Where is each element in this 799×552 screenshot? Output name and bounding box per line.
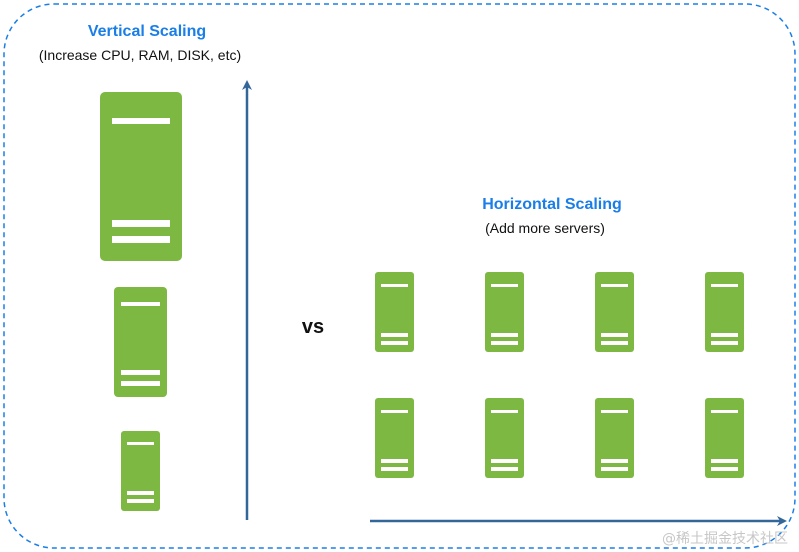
vertical-server-large (100, 92, 182, 261)
vertical-server-small (121, 431, 160, 511)
vertical-scaling-subtitle: (Increase CPU, RAM, DISK, etc) (39, 47, 241, 63)
horizontal-server-r2-c3 (595, 398, 634, 478)
vertical-server-medium (114, 287, 167, 397)
horizontal-server-r2-c2 (485, 398, 524, 478)
vs-label: vs (302, 316, 324, 338)
horizontal-server-r1-c4 (705, 272, 744, 352)
watermark-text: @稀土掘金技术社区 (662, 531, 788, 547)
horizontal-server-r1-c3 (595, 272, 634, 352)
horizontal-scaling-subtitle: (Add more servers) (485, 220, 605, 236)
horizontal-server-r1-c1 (375, 272, 414, 352)
diagram-frame (3, 3, 796, 549)
horizontal-server-r2-c4 (705, 398, 744, 478)
horizontal-server-r1-c2 (485, 272, 524, 352)
vertical-scaling-title: Vertical Scaling (88, 23, 206, 40)
horizontal-scaling-title: Horizontal Scaling (482, 196, 622, 213)
horizontal-server-r2-c1 (375, 398, 414, 478)
